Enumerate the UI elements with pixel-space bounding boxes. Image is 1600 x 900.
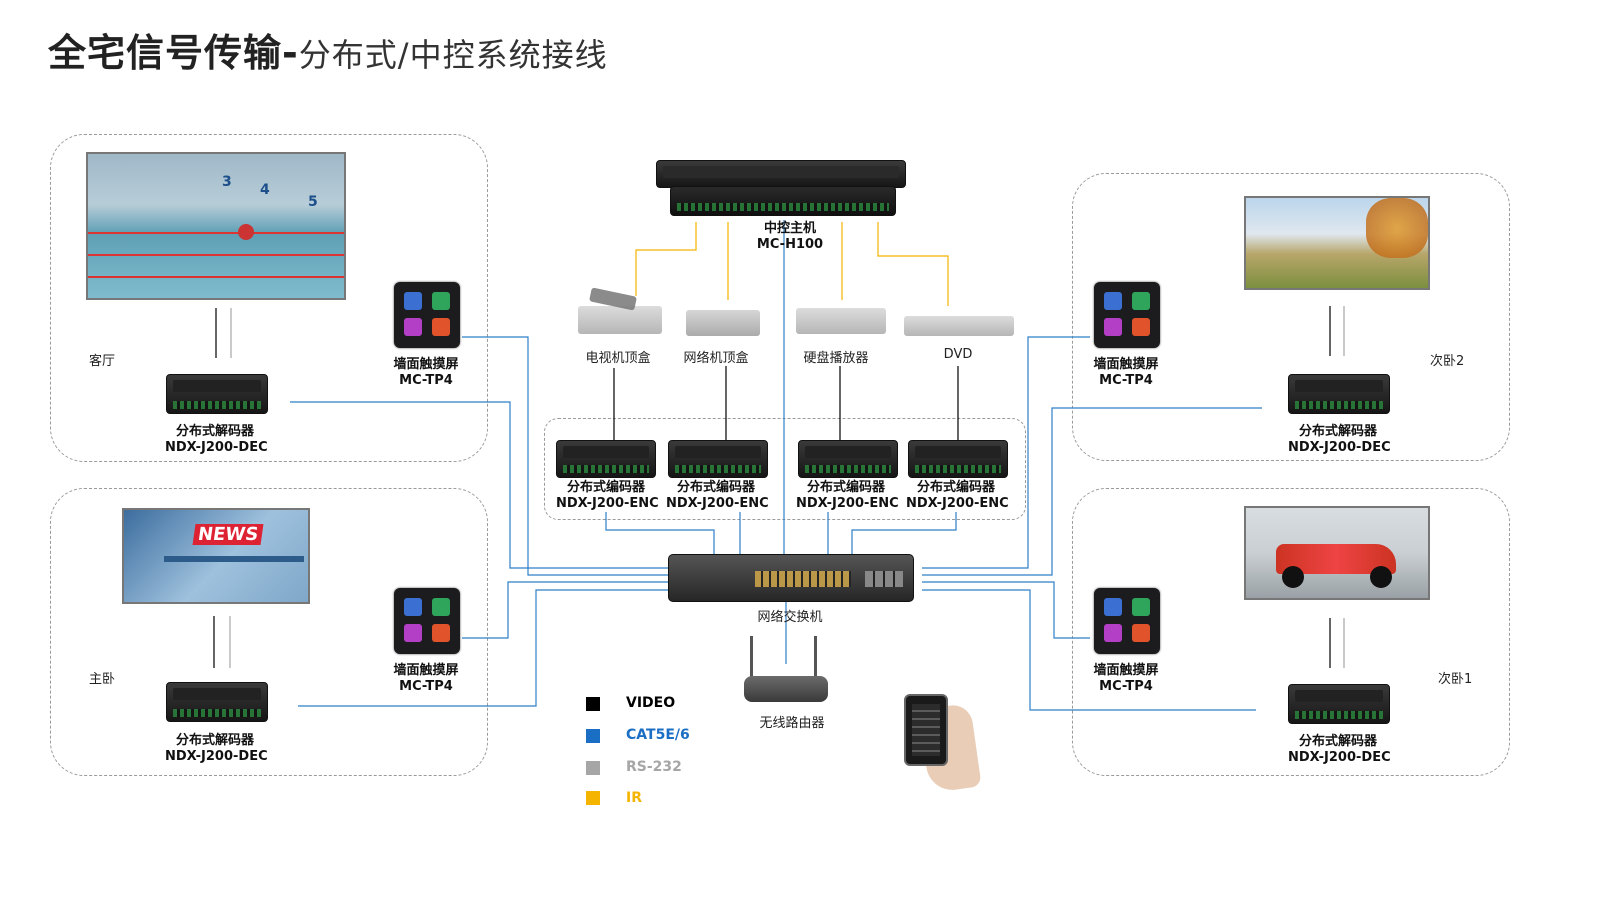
wire-ir-1 [635,222,697,296]
wire-second1-tp [922,581,1090,639]
ir-wires [635,222,949,306]
router-antenna-right [814,636,817,680]
encoder-device-3 [798,440,898,478]
news-logo: NEWS [192,524,264,545]
room-label-second1: 次卧1 [1438,672,1473,687]
encoder-device-2 [668,440,768,478]
master-decoder-device [166,682,268,722]
central-host-rear [670,186,896,216]
legend-rs232-swatch [586,761,600,775]
room-label-second2: 次卧2 [1430,354,1465,369]
hdd-player [796,308,886,334]
second1-decoder-device [1288,684,1390,724]
legend-video-label: VIDEO [626,695,676,711]
title-main: 全宅信号传输 [48,31,283,75]
room-label-living: 客厅 [89,354,116,369]
source-label-tv: 电视机顶盒 [585,351,651,366]
wire-second2-tp [922,336,1090,569]
room-second1 [1072,488,1510,776]
lane-5: 5 [308,194,318,210]
encoder-device-4 [908,440,1008,478]
master-touch-panel [394,588,460,654]
wire-master-tp [462,581,672,639]
wire-master-dec [298,589,672,707]
source-label-net: 网络机顶盒 [683,351,749,366]
lane-3: 3 [222,174,232,190]
router-label: 无线路由器 [759,716,825,731]
central-host-device [656,160,906,188]
wire-ir-4 [877,222,949,306]
lane-4: 4 [260,182,270,198]
room-second2 [1072,173,1510,461]
room-living [50,134,488,462]
tv-settop-box [578,306,662,334]
second1-tv-screen [1244,506,1430,600]
rs232-wires [229,306,1345,668]
wire-second1-dec [922,589,1256,711]
living-touch-panel [394,282,460,348]
legend-cat-swatch [586,729,600,743]
second2-touch-panel [1094,282,1160,348]
switch-sfp-ports [865,571,903,587]
second1-touch-panel [1094,588,1160,654]
source-label-dvd: DVD [943,347,973,362]
wire-enc1 [605,512,715,556]
cat-wires [290,220,1262,711]
master-tv-screen: NEWS [122,508,310,604]
second2-decoder-device [1288,374,1390,414]
living-tv-screen: 3 4 5 [86,152,346,300]
source-label-hdd: 硬盘播放器 [803,351,869,366]
room-master [50,488,488,776]
smartphone-icon [904,694,948,766]
encoder-group [544,418,1026,520]
wire-enc4 [851,512,957,556]
page-title: 全宅信号传输-分布式/中控系统接线 [48,22,608,77]
switch-label: 网络交换机 [757,610,823,625]
network-switch-device [668,554,914,602]
switch-ports [755,571,851,587]
router-antenna-left [750,636,753,680]
wire-living-dec [290,401,672,569]
legend-cat-label: CAT5E/6 [626,727,690,743]
wire-living-tp [462,336,672,576]
legend-rs232-label: RS-232 [626,759,682,775]
wireless-router-device [744,676,828,702]
dvd-player [904,316,1014,336]
legend-ir-swatch [586,791,600,805]
second2-tv-screen [1244,196,1430,290]
legend-video-swatch [586,697,600,711]
room-label-master: 主卧 [89,672,116,687]
legend-ir-label: IR [626,790,642,806]
title-sub: 分布式/中控系统接线 [298,36,608,74]
network-settop-box [686,310,760,336]
wire-second2-dec [922,407,1262,576]
living-decoder-device [166,374,268,414]
title-dash: - [282,31,299,75]
video-wires [213,306,1331,668]
encoder-device-1 [556,440,656,478]
